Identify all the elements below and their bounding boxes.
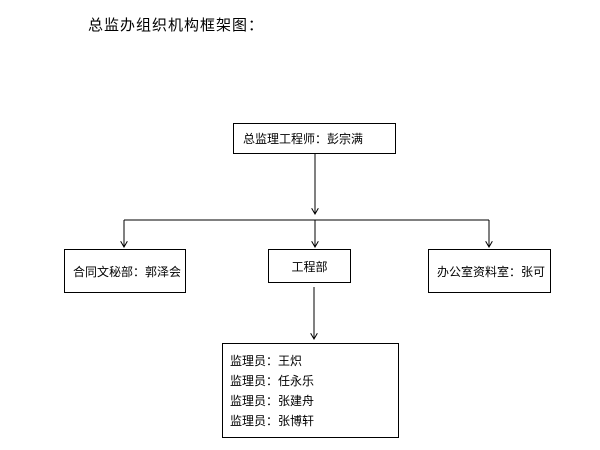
engineering-members-box: 监理员：王炽 监理员：任永乐 监理员：张建舟 监理员：张博轩 [222, 343, 399, 438]
page-title: 总监办组织机构框架图： [88, 16, 265, 34]
engineering-dept-box: 工程部 [268, 249, 351, 283]
member-item: 监理员：王炽 [230, 353, 303, 368]
member-item: 监理员：张建舟 [230, 393, 315, 408]
chief-engineer-label: 总监理工程师：彭宗满 [243, 132, 364, 146]
office-archive-dept-label: 办公室资料室：张可 [437, 264, 546, 279]
contract-secretary-dept-label: 合同文秘部：郭泽会 [73, 264, 182, 279]
contract-secretary-dept-box: 合同文秘部：郭泽会 [64, 249, 186, 293]
member-item: 监理员：任永乐 [230, 373, 315, 388]
chief-engineer-box: 总监理工程师：彭宗满 [233, 123, 396, 154]
engineering-dept-label: 工程部 [291, 259, 328, 274]
office-archive-dept-box: 办公室资料室：张可 [428, 249, 551, 293]
member-item: 监理员：张博轩 [230, 413, 315, 428]
